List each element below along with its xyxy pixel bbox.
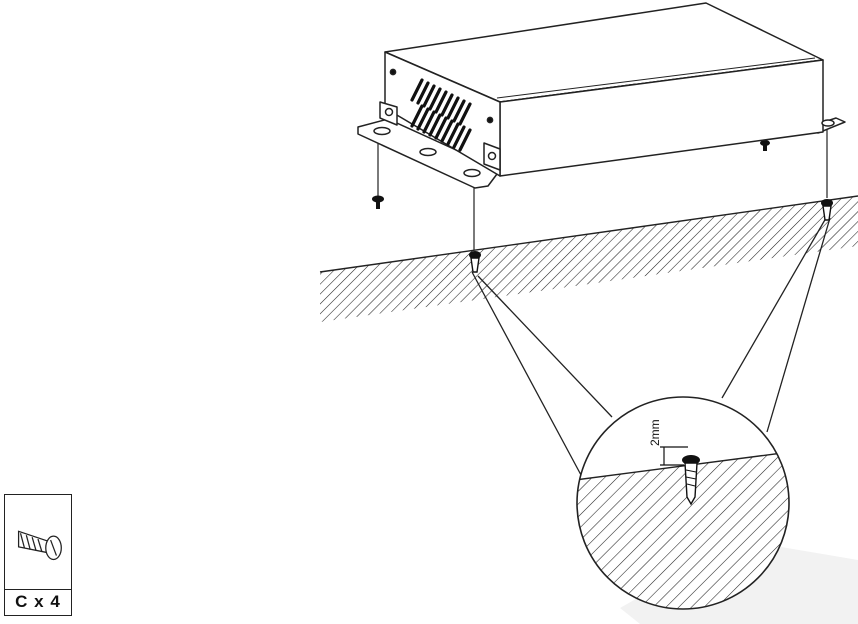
device-box xyxy=(357,2,846,189)
screw-part-icon xyxy=(17,530,62,561)
loose-screw-back xyxy=(760,140,770,151)
detail-magnifier: 2mm xyxy=(576,396,790,610)
parts-legend: C x 4 xyxy=(4,494,72,616)
surface-screw-right xyxy=(821,199,833,221)
vent-slots xyxy=(410,78,472,152)
mounting-surface xyxy=(319,195,858,322)
dimension-mark xyxy=(660,446,688,466)
detail-lines xyxy=(471,217,831,476)
surface-screw-left xyxy=(469,251,481,273)
loose-screw xyxy=(372,195,384,209)
part-quantity-label: C x 4 xyxy=(5,589,71,615)
detail-screw xyxy=(682,455,700,506)
guide-lines xyxy=(377,130,828,250)
dimension-label: 2mm xyxy=(648,419,662,446)
